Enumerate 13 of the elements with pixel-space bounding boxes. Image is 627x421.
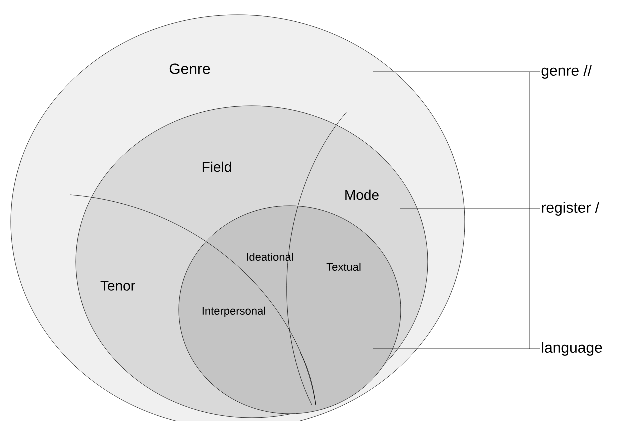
region-label: Genre — [170, 64, 210, 74]
region-label: Ideational — [247, 252, 294, 262]
region-label: Textual — [326, 262, 361, 272]
region-label: Tenor — [100, 281, 136, 291]
level-label: language — [542, 342, 602, 356]
leader-line — [400, 208, 540, 210]
ellipse — [178, 206, 402, 414]
region-label: Interpersonal — [202, 306, 266, 318]
level-label: register / — [542, 202, 600, 216]
level-label: genre // — [542, 65, 592, 79]
leader-line — [372, 348, 540, 350]
region-label: Field — [202, 162, 232, 172]
region-label: Mode — [346, 190, 379, 200]
